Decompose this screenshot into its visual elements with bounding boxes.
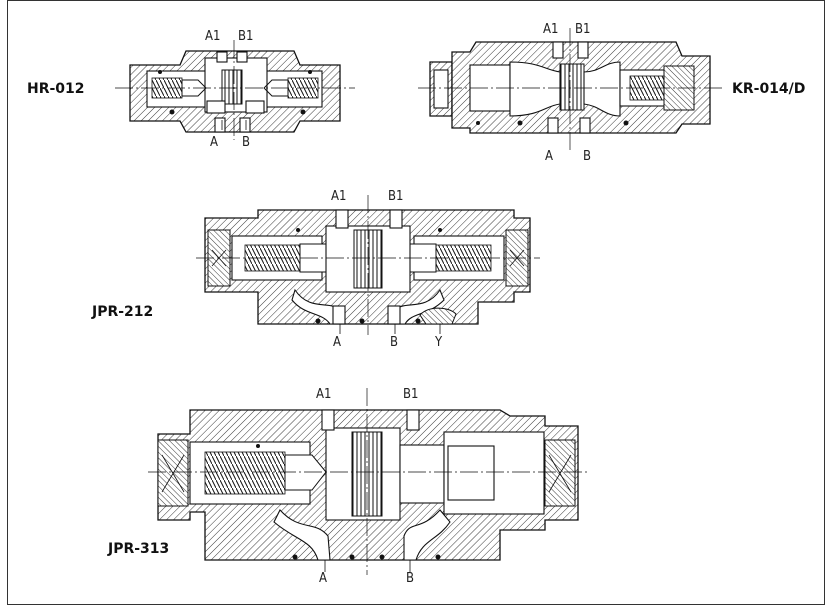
port-label-hr-b1: B1 <box>238 29 253 44</box>
port-label-jpr212-b: B <box>390 335 398 350</box>
port-label-jpr212-b1: B1 <box>388 189 403 204</box>
valve-code-jpr-212: JPR-212 <box>91 304 153 320</box>
valve-jpr-313 <box>148 388 590 575</box>
port-label-kr-a: A <box>545 149 553 164</box>
port-label-jpr313-b: B <box>406 571 414 586</box>
port-label-jpr212-a: A <box>333 335 341 350</box>
valve-code-kr-014d: KR-014/D <box>732 81 805 97</box>
port-label-kr-a1: A1 <box>543 22 558 37</box>
port-label-jpr212-a1: A1 <box>331 189 346 204</box>
port-label-kr-b1: B1 <box>575 22 590 37</box>
valve-jpr-212 <box>196 195 540 335</box>
port-label-jpr212-y: Y <box>434 335 443 350</box>
port-label-jpr313-a: A <box>319 571 327 586</box>
port-label-jpr313-a1: A1 <box>316 387 331 402</box>
port-label-kr-b: B <box>583 149 591 164</box>
port-label-jpr313-b1: B1 <box>403 387 418 402</box>
port-label-hr-b: B <box>242 135 250 150</box>
valve-code-jpr-313: JPR-313 <box>107 541 169 557</box>
port-label-hr-a1: A1 <box>205 29 220 44</box>
port-label-hr-a: A <box>210 135 218 150</box>
valve-code-hr-012: HR-012 <box>27 81 85 97</box>
valve-hr-012 <box>115 40 355 140</box>
valve-kr-014d <box>418 28 725 150</box>
